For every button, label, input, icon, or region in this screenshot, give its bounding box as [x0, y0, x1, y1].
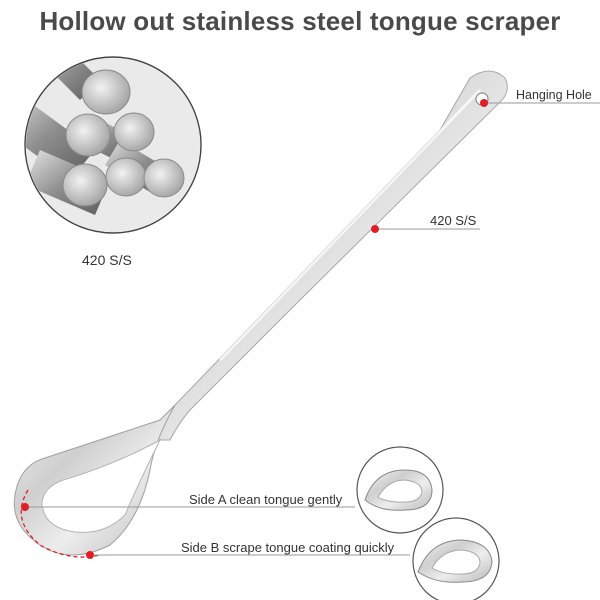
side-b-detail-icon: [412, 517, 500, 600]
material-caption: 420 S/S: [82, 252, 132, 268]
side-a-label: Side A clean tongue gently: [189, 492, 343, 507]
hanging-hole-marker: [480, 99, 488, 107]
side-b-marker: [86, 551, 94, 559]
callout-lines: [25, 102, 600, 556]
material-label: 420 S/S: [430, 213, 477, 228]
page-title: Hollow out stainless steel tongue scrape…: [39, 6, 561, 36]
tongue-scraper-icon: [13, 70, 508, 558]
hanging-hole-label: Hanging Hole: [516, 88, 592, 102]
side-b-label: Side B scrape tongue coating quickly: [181, 540, 395, 555]
material-marker: [371, 225, 379, 233]
steel-rods-icon: [24, 56, 202, 234]
side-a-marker: [21, 503, 29, 511]
callout-markers: [21, 99, 488, 559]
side-a-detail-icon: [356, 446, 444, 534]
